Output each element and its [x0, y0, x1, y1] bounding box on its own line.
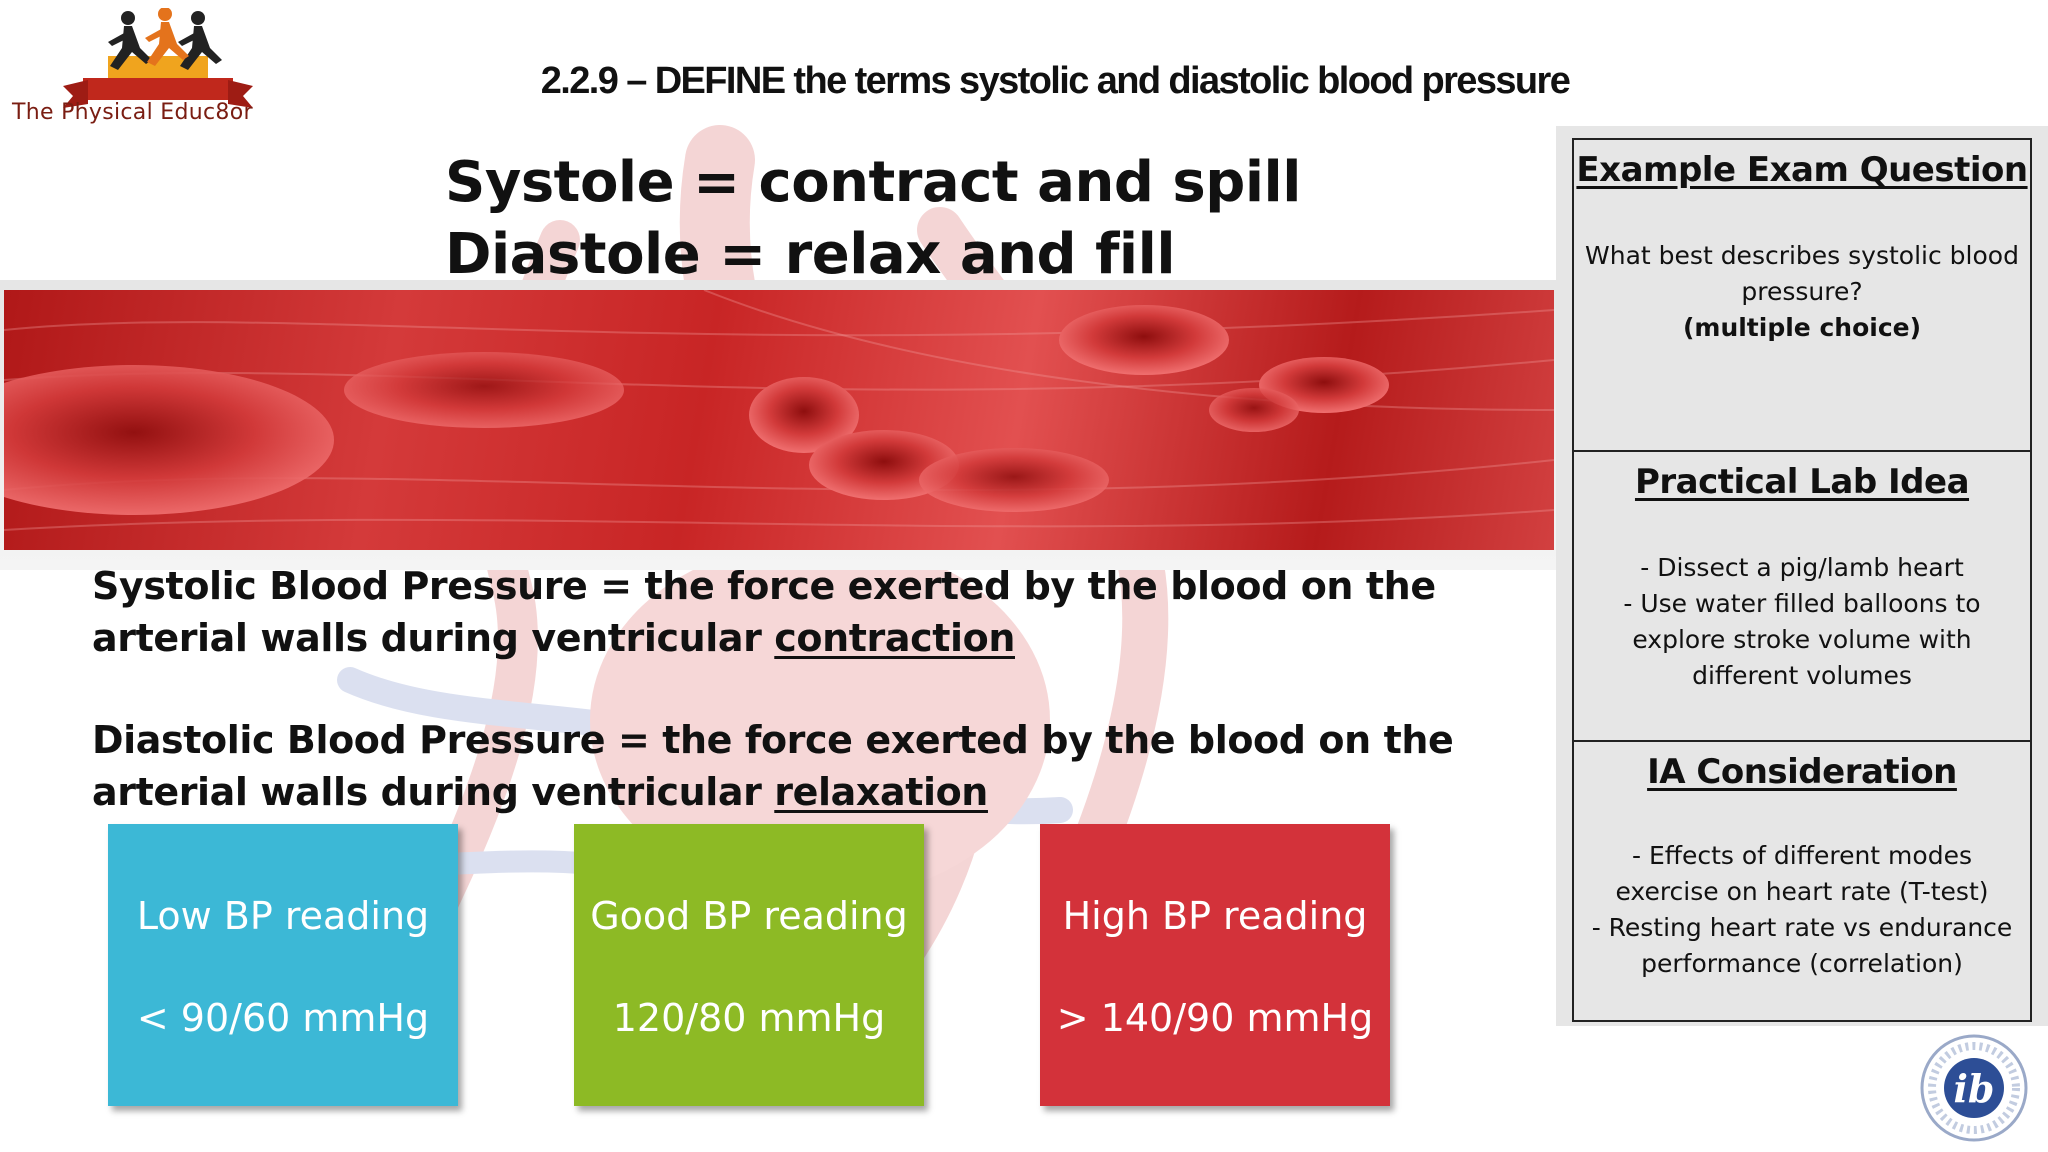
- low-bp-card: Low BP reading < 90/60 mmHg: [108, 824, 458, 1106]
- diastolic-keyword: relaxation: [774, 770, 988, 814]
- lab-idea-title: Practical Lab Idea: [1634, 462, 1970, 502]
- blood-cells-banner: [4, 290, 1554, 550]
- high-bp-value: > 140/90 mmHg: [1056, 996, 1374, 1040]
- exam-question-text: What best describes systolic blood press…: [1585, 241, 2019, 306]
- high-bp-card: High BP reading > 140/90 mmHg: [1040, 824, 1390, 1106]
- side-panel: Example Exam Question What best describe…: [1572, 138, 2032, 1022]
- ia-consideration-section: IA Consideration - Effects of different …: [1574, 740, 2030, 1024]
- low-bp-label: Low BP reading: [136, 894, 430, 938]
- ib-logo: ib: [1920, 1034, 2028, 1142]
- list-item: - Dissect a pig/lamb heart: [1640, 553, 1964, 582]
- list-item: - Effects of different modes exercise on…: [1615, 841, 1989, 906]
- blood-cells-image: [4, 290, 1554, 531]
- lab-idea-list: - Dissect a pig/lamb heart - Use water f…: [1584, 550, 2020, 694]
- exam-question-section: Example Exam Question What best describe…: [1574, 140, 2030, 450]
- physical-educator-logo: [63, 8, 253, 108]
- exam-question-body: What best describes systolic blood press…: [1584, 238, 2020, 346]
- good-bp-value: 120/80 mmHg: [612, 996, 886, 1040]
- diastolic-definition: Diastolic Blood Pressure = the force exe…: [92, 714, 1492, 818]
- systolic-text: = the force exerted by the blood on the …: [92, 564, 1436, 660]
- systolic-term: Systolic Blood Pressure: [92, 564, 588, 608]
- high-bp-label: High BP reading: [1062, 894, 1368, 938]
- lab-idea-section: Practical Lab Idea - Dissect a pig/lamb …: [1574, 450, 2030, 742]
- exam-question-note: (multiple choice): [1682, 313, 1922, 342]
- list-item: - Use water filled balloons to explore s…: [1623, 589, 1981, 690]
- good-bp-label: Good BP reading: [590, 894, 908, 938]
- diastolic-text: = the force exerted by the blood on the …: [92, 718, 1454, 814]
- exam-question-title: Example Exam Question: [1576, 150, 2028, 190]
- diastole-tagline: Diastole = relax and fill: [445, 222, 1176, 287]
- systole-tagline: Systole = contract and spill: [445, 150, 1301, 215]
- systolic-definition: Systolic Blood Pressure = the force exer…: [92, 560, 1492, 664]
- low-bp-value: < 90/60 mmHg: [136, 996, 430, 1040]
- ia-consideration-list: - Effects of different modes exercise on…: [1584, 838, 2020, 982]
- ib-logo-text: ib: [1953, 1066, 1994, 1111]
- page-title: 2.2.9 – DEFINE the terms systolic and di…: [540, 60, 1571, 102]
- logo-text: The Physical Educ8or: [12, 100, 253, 125]
- list-item: - Resting heart rate vs endurance perfor…: [1591, 913, 2013, 978]
- ia-consideration-title: IA Consideration: [1647, 752, 1957, 792]
- systolic-keyword: contraction: [774, 616, 1015, 660]
- diastolic-term: Diastolic Blood Pressure: [92, 718, 606, 762]
- good-bp-card: Good BP reading 120/80 mmHg: [574, 824, 924, 1106]
